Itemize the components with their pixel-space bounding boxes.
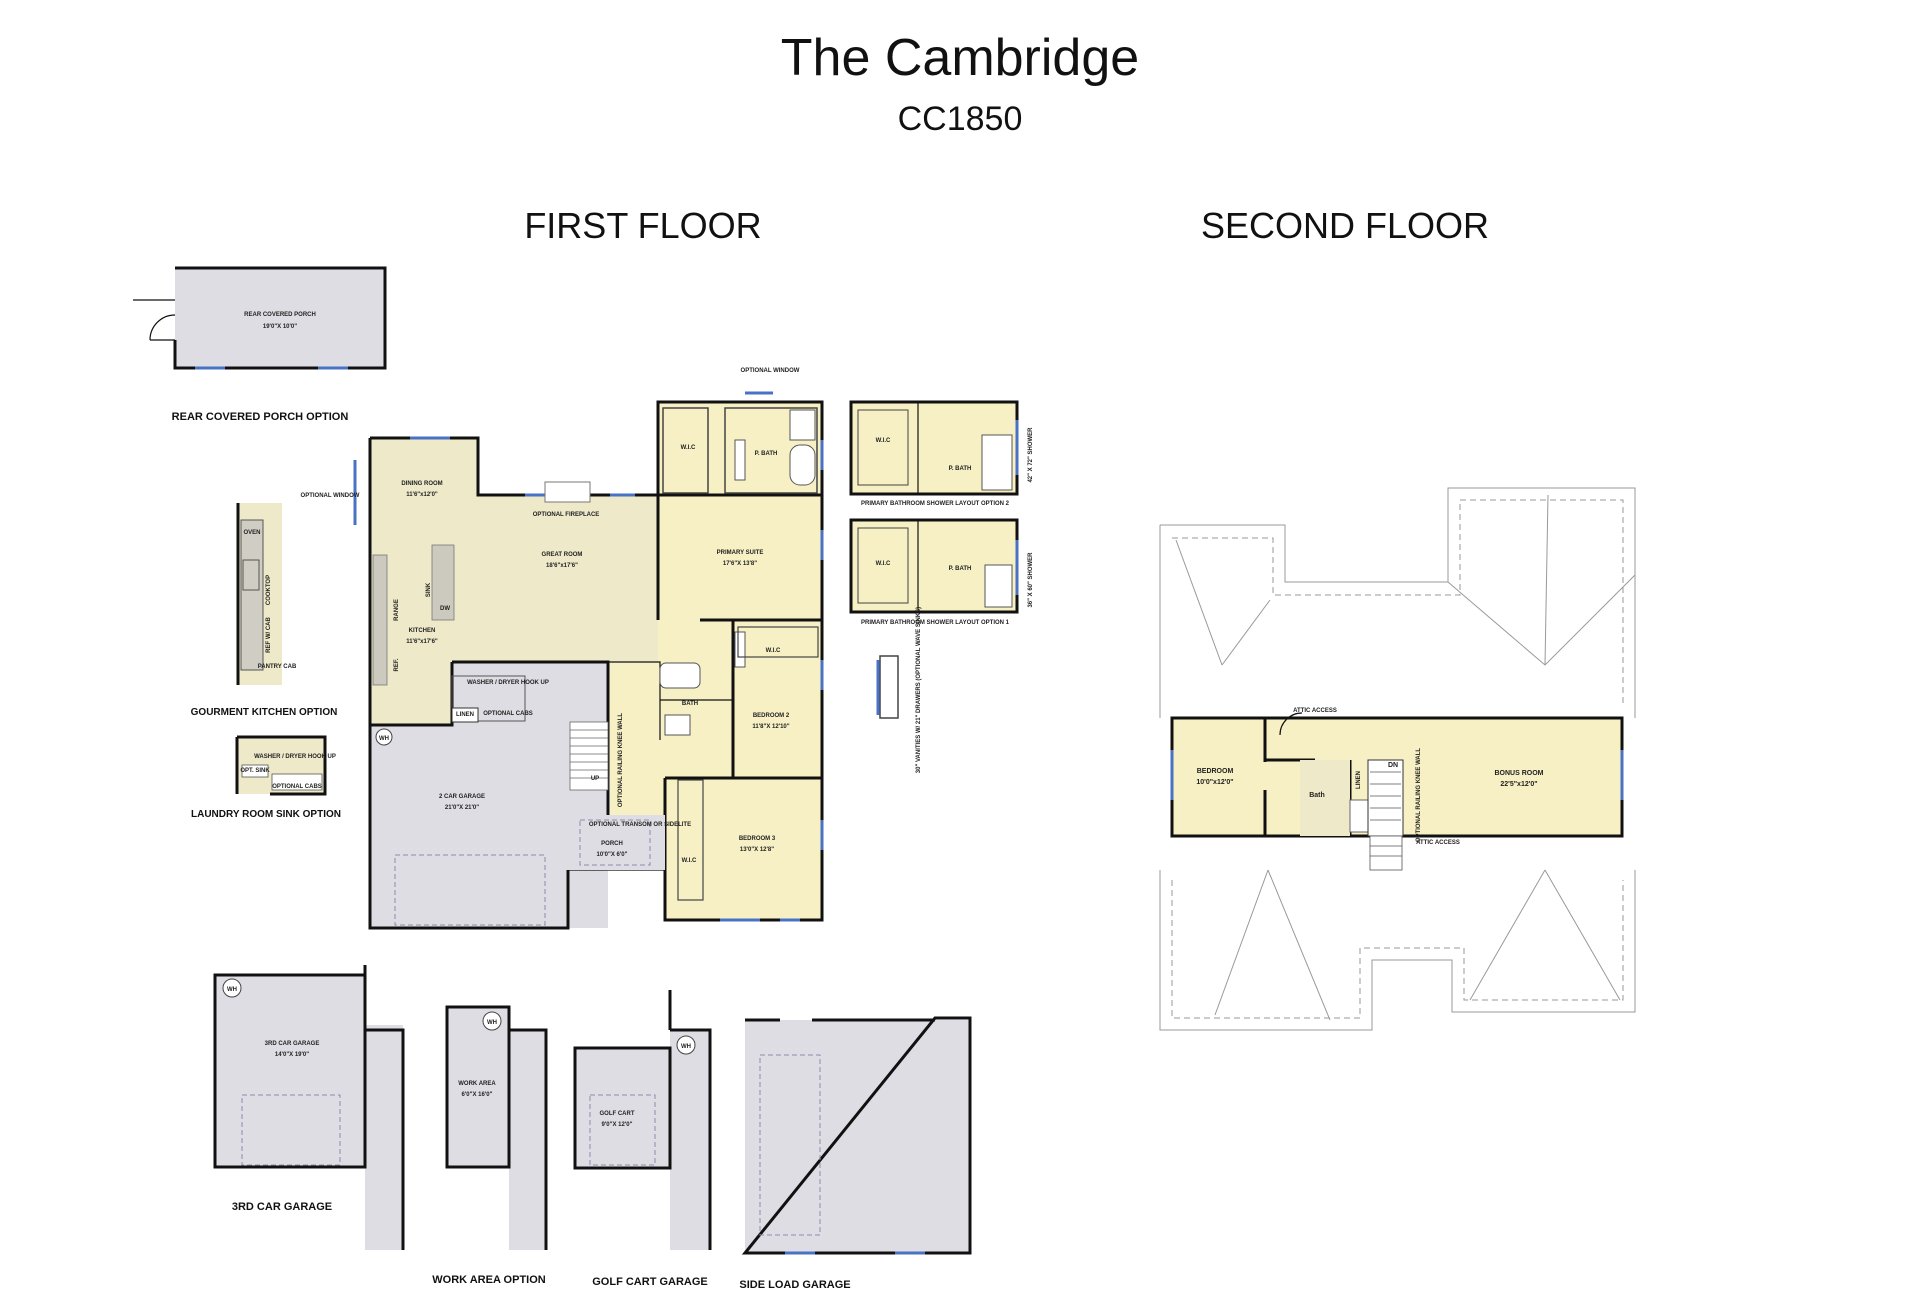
golf-cart-caption: GOLF CART GARAGE <box>592 1276 708 1288</box>
first-floor-heading: FIRST FLOOR <box>524 205 762 246</box>
second-floor-heading: SECOND FLOOR <box>1200 205 1490 246</box>
golf-wh: WH <box>681 1044 691 1050</box>
gourmet-oven: OVEN <box>243 530 260 536</box>
optional-window-top-label: OPTIONAL WINDOW <box>741 368 800 374</box>
third-wh: WH <box>227 987 237 993</box>
third-garage-size: 14'0"X 19'0" <box>275 1052 309 1058</box>
rear-porch-size: 19'0"X 10'0" <box>263 324 297 330</box>
garage-name: 2 CAR GARAGE <box>439 794 485 800</box>
work-area-caption: WORK AREA OPTION <box>432 1274 546 1286</box>
primary-suite-name: PRIMARY SUITE <box>717 550 764 556</box>
third-garage-caption: 3RD CAR GARAGE <box>232 1201 332 1213</box>
bedroom-size-2f: 10'0"x12'0" <box>1196 779 1233 786</box>
laundry-opt-sink: OPT. SINK <box>240 768 270 774</box>
laundry-caption: LAUNDRY ROOM SINK OPTION <box>191 809 341 820</box>
side-load-caption: SIDE LOAD GARAGE <box>739 1279 850 1291</box>
bonus-room-size: 22'5"x12'0" <box>1500 781 1537 788</box>
laundry-cabs: OPTIONAL CABS <box>272 784 322 790</box>
shower2-caption: PRIMARY BATHROOM SHOWER LAYOUT OPTION 2 <box>861 501 1010 507</box>
gourmet-caption: GOURMENT KITCHEN OPTION <box>191 707 338 718</box>
porch-name: PORCH <box>601 841 623 847</box>
kitchen-name: KITCHEN <box>409 628 436 634</box>
rear-porch-option: REAR COVERED PORCH 19'0"X 10'0" REAR COV… <box>133 266 387 423</box>
laundry-sink-option: WASHER / DRYER HOOK UP OPT. SINK OPTIONA… <box>191 735 341 820</box>
shower-options: W.I.C P. BATH PRIMARY BATHROOM SHOWER LA… <box>849 400 1034 773</box>
gourmet-kitchen-option: OVEN COOKTOP REF W/ CAB PANTRY CAB GOURM… <box>191 503 338 718</box>
gourmet-ref: REF W/ CAB <box>266 617 272 653</box>
gourmet-cooktop: COOKTOP <box>266 575 272 605</box>
bath-label: BATH <box>682 701 698 707</box>
bath-2f: Bath <box>1309 792 1325 799</box>
bedroom-name-2f: BEDROOM <box>1197 768 1234 775</box>
work-area-name: WORK AREA <box>458 1081 496 1087</box>
vanity-note: 30" VANITIES W/ 21" DRAWERS (OPTIONAL WA… <box>916 607 922 773</box>
wic-bedroom3: W.I.C <box>682 858 697 864</box>
golf-cart-size: 9'0"X 12'0" <box>602 1122 633 1128</box>
laundry-washer: WASHER / DRYER HOOK UP <box>254 754 336 760</box>
first-floor-plan: OPTIONAL WINDOW OPTIONAL WINDOW DINING R… <box>301 368 824 930</box>
shower2-side: 42" X 72" SHOWER <box>1028 427 1034 483</box>
shower1-pbath: P. BATH <box>949 566 972 572</box>
wh-label: WH <box>379 736 389 742</box>
up-label: UP <box>591 776 599 782</box>
attic-access-top: ATTIC ACCESS <box>1293 708 1337 714</box>
linen-label: LINEN <box>456 712 474 718</box>
porch-size: 10'0"X 6'0" <box>597 852 628 858</box>
railing-2f: OPTIONAL RAILING KNEE WALL <box>1416 748 1422 843</box>
dining-room-size: 11'6"x12'0" <box>406 492 438 498</box>
bedroom3-size: 13'0"X 12'8" <box>740 847 774 853</box>
optional-transom-label: OPTIONAL TRANSOM OR SIDELITE <box>589 822 691 828</box>
third-car-garage-option: WH 3RD CAR GARAGE 14'0"X 19'0" 3RD CAR G… <box>213 965 405 1250</box>
garage-size: 21'0"X 21'0" <box>445 805 479 811</box>
linen-2f: LINEN <box>1356 771 1362 789</box>
third-garage-name: 3RD CAR GARAGE <box>265 1041 320 1047</box>
kitchen-size: 11'6"x17'6" <box>406 639 438 645</box>
shower1-side: 36" X 60" SHOWER <box>1028 552 1034 608</box>
great-room-name: GREAT ROOM <box>542 552 583 558</box>
second-floor-plan: ATTIC ACCESS ATTIC ACCESS BEDROOM 10'0"x… <box>1159 487 1636 1031</box>
bedroom2-size: 11'8"X 12'10" <box>752 724 789 730</box>
gourmet-pantry: PANTRY CAB <box>258 664 297 670</box>
work-area-size: 6'0"X 16'0" <box>462 1092 493 1098</box>
shower2-pbath: P. BATH <box>949 466 972 472</box>
wic-primary: W.I.C <box>681 445 696 451</box>
work-wh: WH <box>487 1020 497 1026</box>
golf-cart-name: GOLF CART <box>600 1111 635 1117</box>
primary-suite-size: 17'6"X 13'8" <box>723 561 757 567</box>
bedroom2-name: BEDROOM 2 <box>753 713 790 719</box>
great-room-size: 18'6"x17'6" <box>546 563 578 569</box>
range-label: RANGE <box>394 599 400 621</box>
wic-bedroom2: W.I.C <box>766 648 781 654</box>
golf-cart-option: WH GOLF CART 9'0"X 12'0" GOLF CART GARAG… <box>573 990 712 1288</box>
shower2-wic: W.I.C <box>876 438 891 444</box>
rear-porch-caption: REAR COVERED PORCH OPTION <box>172 411 349 423</box>
attic-access-bottom: ATTIC ACCESS <box>1416 840 1460 846</box>
dining-room-name: DINING ROOM <box>401 481 442 487</box>
sink-label: SINK <box>426 582 432 597</box>
shower1-wic: W.I.C <box>876 561 891 567</box>
ref-label: REF. <box>394 658 400 671</box>
dw-label: DW <box>440 606 450 612</box>
optional-railing-label: OPTIONAL RAILING KNEE WALL <box>618 713 624 808</box>
shower1-caption: PRIMARY BATHROOM SHOWER LAYOUT OPTION 1 <box>861 620 1010 626</box>
optional-fireplace-label: OPTIONAL FIREPLACE <box>533 512 600 518</box>
pbath-label: P. BATH <box>755 451 778 457</box>
optional-cabs-label: OPTIONAL CABS <box>483 711 533 717</box>
side-load-garage-option: SIDE LOAD GARAGE <box>739 1016 972 1291</box>
rear-porch-name: REAR COVERED PORCH <box>244 312 316 318</box>
bedroom3-name: BEDROOM 3 <box>739 836 776 842</box>
plan-code: CC1850 <box>897 100 1023 138</box>
washer-label: WASHER / DRYER HOOK UP <box>467 680 549 686</box>
bonus-room-name: BONUS ROOM <box>1495 770 1544 777</box>
optional-window-left-label: OPTIONAL WINDOW <box>301 493 360 499</box>
dn-label: DN <box>1388 762 1398 769</box>
plan-title: The Cambridge <box>780 29 1140 87</box>
work-area-option: WH WORK AREA 6'0"X 16'0" WORK AREA OPTIO… <box>432 1005 548 1286</box>
